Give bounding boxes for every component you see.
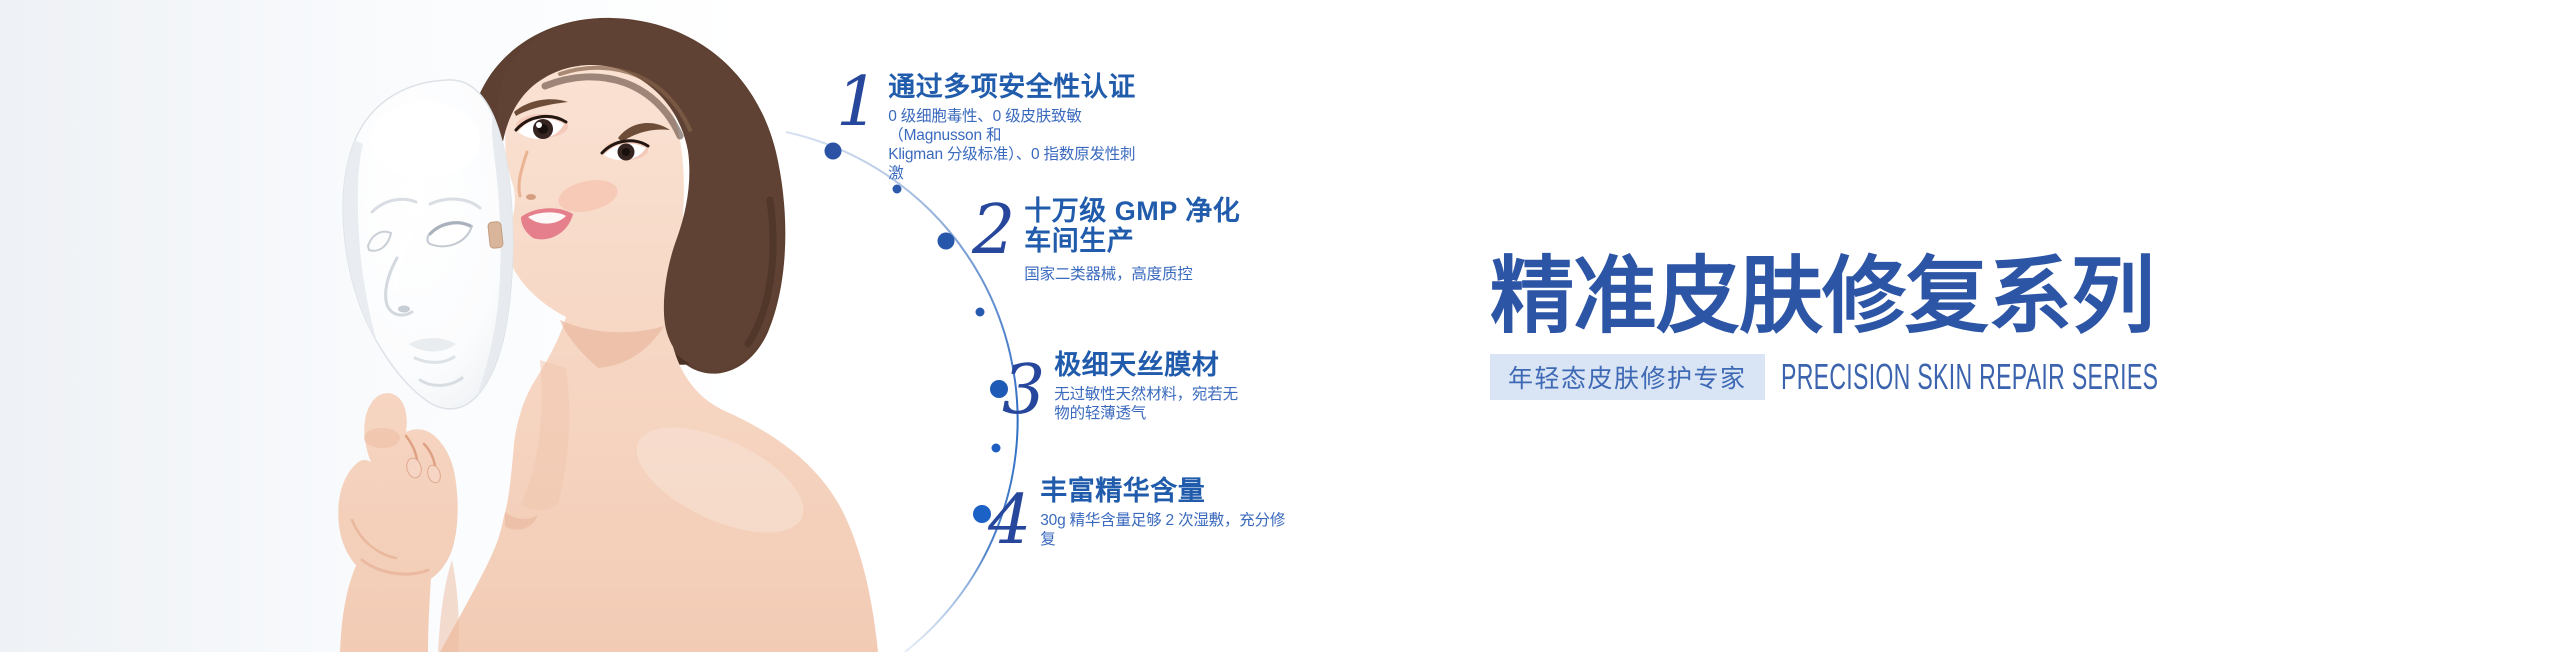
model-body bbox=[438, 36, 878, 652]
timeline-dot-small bbox=[892, 184, 902, 194]
page-title: 精准皮肤修复系列 bbox=[1490, 249, 2155, 343]
timeline-dot bbox=[937, 232, 955, 250]
headline-block: 精准皮肤修复系列 年轻态皮肤修护专家 PRECISION SKIN REPAIR… bbox=[1490, 254, 2370, 400]
feature-number: 1 bbox=[836, 63, 880, 142]
model-forearm bbox=[340, 545, 432, 652]
model-hair-back bbox=[470, 17, 786, 374]
mask-strap-slot bbox=[487, 221, 504, 249]
subtitle-badge: 年轻态皮肤修护专家 bbox=[1490, 354, 1765, 400]
feature-item-4: 4 丰富精华含量 30g 精华含量足够 2 次湿敷，充分修复 bbox=[988, 476, 1300, 560]
feature-description: 无过敏性天然材料，宛若无 物的轻薄透气 bbox=[1054, 386, 1238, 423]
feature-item-3: 3 极细天丝膜材 无过敏性天然材料，宛若无 物的轻薄透气 bbox=[1002, 350, 1238, 424]
feature-number: 3 bbox=[1002, 351, 1046, 430]
nose bbox=[517, 150, 529, 198]
feature-title: 十万级 GMP 净化 车间生产 bbox=[1024, 196, 1241, 257]
feature-title: 极细天丝膜材 bbox=[1054, 350, 1220, 380]
feature-description: 0 级细胞毒性、0 级皮肤致敏（Magnusson 和 Kligman 分级标准… bbox=[888, 108, 1136, 182]
timeline-dot-small bbox=[991, 443, 1001, 453]
feature-title: 丰富精华含量 bbox=[1040, 476, 1206, 506]
feature-title: 通过多项安全性认证 bbox=[888, 72, 1136, 102]
feature-item-2: 2 十万级 GMP 净化 车间生产 国家二类器械，高度质控 bbox=[972, 196, 1240, 285]
right-eye bbox=[604, 143, 646, 161]
right-eyebrow bbox=[618, 123, 670, 142]
feature-item-1: 1 通过多项安全性认证 0 级细胞毒性、0 级皮肤致敏（Magnusson 和 … bbox=[836, 63, 1148, 184]
left-eye bbox=[518, 118, 564, 139]
subtitle-english: PRECISION SKIN REPAIR SERIES bbox=[1780, 356, 2158, 397]
left-eyebrow bbox=[514, 99, 568, 116]
feature-description: 30g 精华含量足够 2 次湿敷，充分修复 bbox=[1040, 512, 1286, 549]
model-face bbox=[514, 99, 728, 267]
feature-description: 国家二类器械，高度质控 bbox=[1024, 266, 1193, 284]
mask-left-eye-hole bbox=[366, 230, 393, 252]
timeline-dot-small bbox=[975, 307, 985, 317]
blush bbox=[558, 180, 618, 212]
subtitle-row: 年轻态皮肤修护专家 PRECISION SKIN REPAIR SERIES bbox=[1490, 354, 2370, 400]
photo-background bbox=[0, 0, 880, 652]
face-mask bbox=[342, 79, 514, 410]
feature-number: 4 bbox=[988, 481, 1032, 560]
feature-number: 2 bbox=[972, 191, 1016, 270]
model-hand bbox=[338, 393, 458, 652]
ear bbox=[682, 211, 728, 267]
model-hair-front bbox=[498, 18, 784, 371]
mask-right-eye-hole bbox=[426, 220, 474, 248]
lips bbox=[521, 208, 573, 240]
